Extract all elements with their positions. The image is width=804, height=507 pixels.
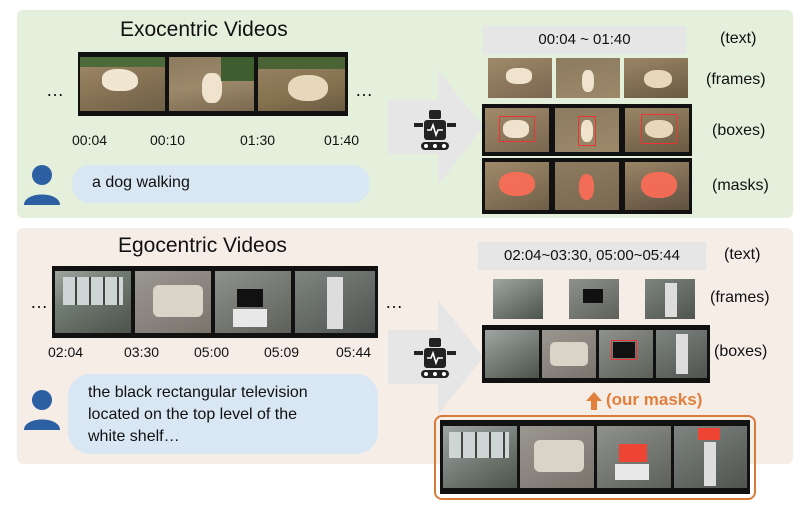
ego-user-query: the black rectangular television located…	[68, 374, 378, 454]
exo-masks-strip	[482, 158, 692, 214]
exo-time-range: 00:04 ~ 01:40	[483, 26, 686, 54]
bounding-box	[499, 116, 535, 142]
ego-timestamp: 02:04	[48, 344, 84, 360]
ego-frame-1	[55, 271, 131, 333]
segmentation-mask	[499, 172, 535, 196]
exo-film-strip	[78, 52, 348, 116]
our-masks-highlight	[434, 415, 756, 500]
user-icon	[24, 390, 60, 430]
exo-frame-1	[80, 57, 165, 111]
segmentation-mask	[619, 444, 647, 462]
robot-icon	[414, 338, 456, 378]
exo-user-query: a dog walking	[72, 165, 370, 203]
our-masks-label: (our masks)	[606, 390, 703, 409]
bounding-box	[611, 340, 637, 360]
exo-frame-2	[169, 57, 254, 111]
label-text: (text)	[720, 30, 757, 47]
exo-boxes-strip	[482, 104, 692, 156]
exo-timestamp: 00:04	[72, 132, 108, 148]
ego-out-frame	[493, 279, 543, 319]
exo-timestamp: 01:40	[324, 132, 360, 148]
ego-ellipsis-left: …	[30, 292, 48, 312]
robot-icon	[414, 110, 456, 150]
ego-ellipsis-right: …	[385, 292, 403, 312]
user-icon	[24, 165, 60, 205]
exo-title: Exocentric Videos	[120, 18, 288, 41]
ego-timestamp: 03:30	[124, 344, 160, 360]
label-text: (text)	[724, 246, 761, 263]
bounding-box	[578, 116, 596, 146]
ego-time-range: 02:04~03:30, 05:00~05:44	[478, 242, 706, 270]
exo-out-frame	[488, 58, 552, 98]
label-frames: (frames)	[706, 71, 766, 88]
ego-masks-strip	[440, 420, 750, 494]
ego-title: Egocentric Videos	[118, 234, 287, 257]
exo-out-frame	[624, 58, 688, 98]
exo-ellipsis-right: …	[355, 80, 373, 100]
exo-ellipsis-left: …	[46, 80, 64, 100]
exo-frame-3	[258, 57, 345, 111]
segmentation-mask	[641, 172, 677, 198]
segmentation-mask	[698, 428, 720, 440]
ego-query-line: the black rectangular television	[88, 384, 308, 401]
label-boxes: (boxes)	[712, 122, 766, 139]
ego-frame-2	[135, 271, 211, 333]
ego-frame-4	[295, 271, 375, 333]
ego-query-line: white shelf…	[88, 428, 180, 445]
ego-frame-3	[215, 271, 291, 333]
ego-boxes-strip	[482, 325, 710, 383]
dog-shape	[202, 73, 222, 103]
ego-timestamp: 05:09	[264, 344, 300, 360]
exo-out-frame	[556, 58, 620, 98]
arrow-up-icon	[586, 392, 602, 410]
ego-out-frame	[569, 279, 619, 319]
ego-out-frame	[645, 279, 695, 319]
ego-timestamp: 05:44	[336, 344, 372, 360]
label-frames: (frames)	[710, 289, 770, 306]
ego-query-line: located on the top level of the	[88, 406, 298, 423]
exo-timestamp: 00:10	[150, 132, 186, 148]
label-boxes: (boxes)	[714, 343, 768, 360]
bounding-box	[641, 114, 677, 144]
label-masks: (masks)	[712, 177, 769, 194]
dog-shape	[288, 75, 328, 101]
segmentation-mask	[579, 174, 594, 200]
ego-film-strip	[52, 266, 378, 338]
dog-shape	[102, 69, 138, 91]
exo-timestamp: 01:30	[240, 132, 276, 148]
ego-timestamp: 05:00	[194, 344, 230, 360]
